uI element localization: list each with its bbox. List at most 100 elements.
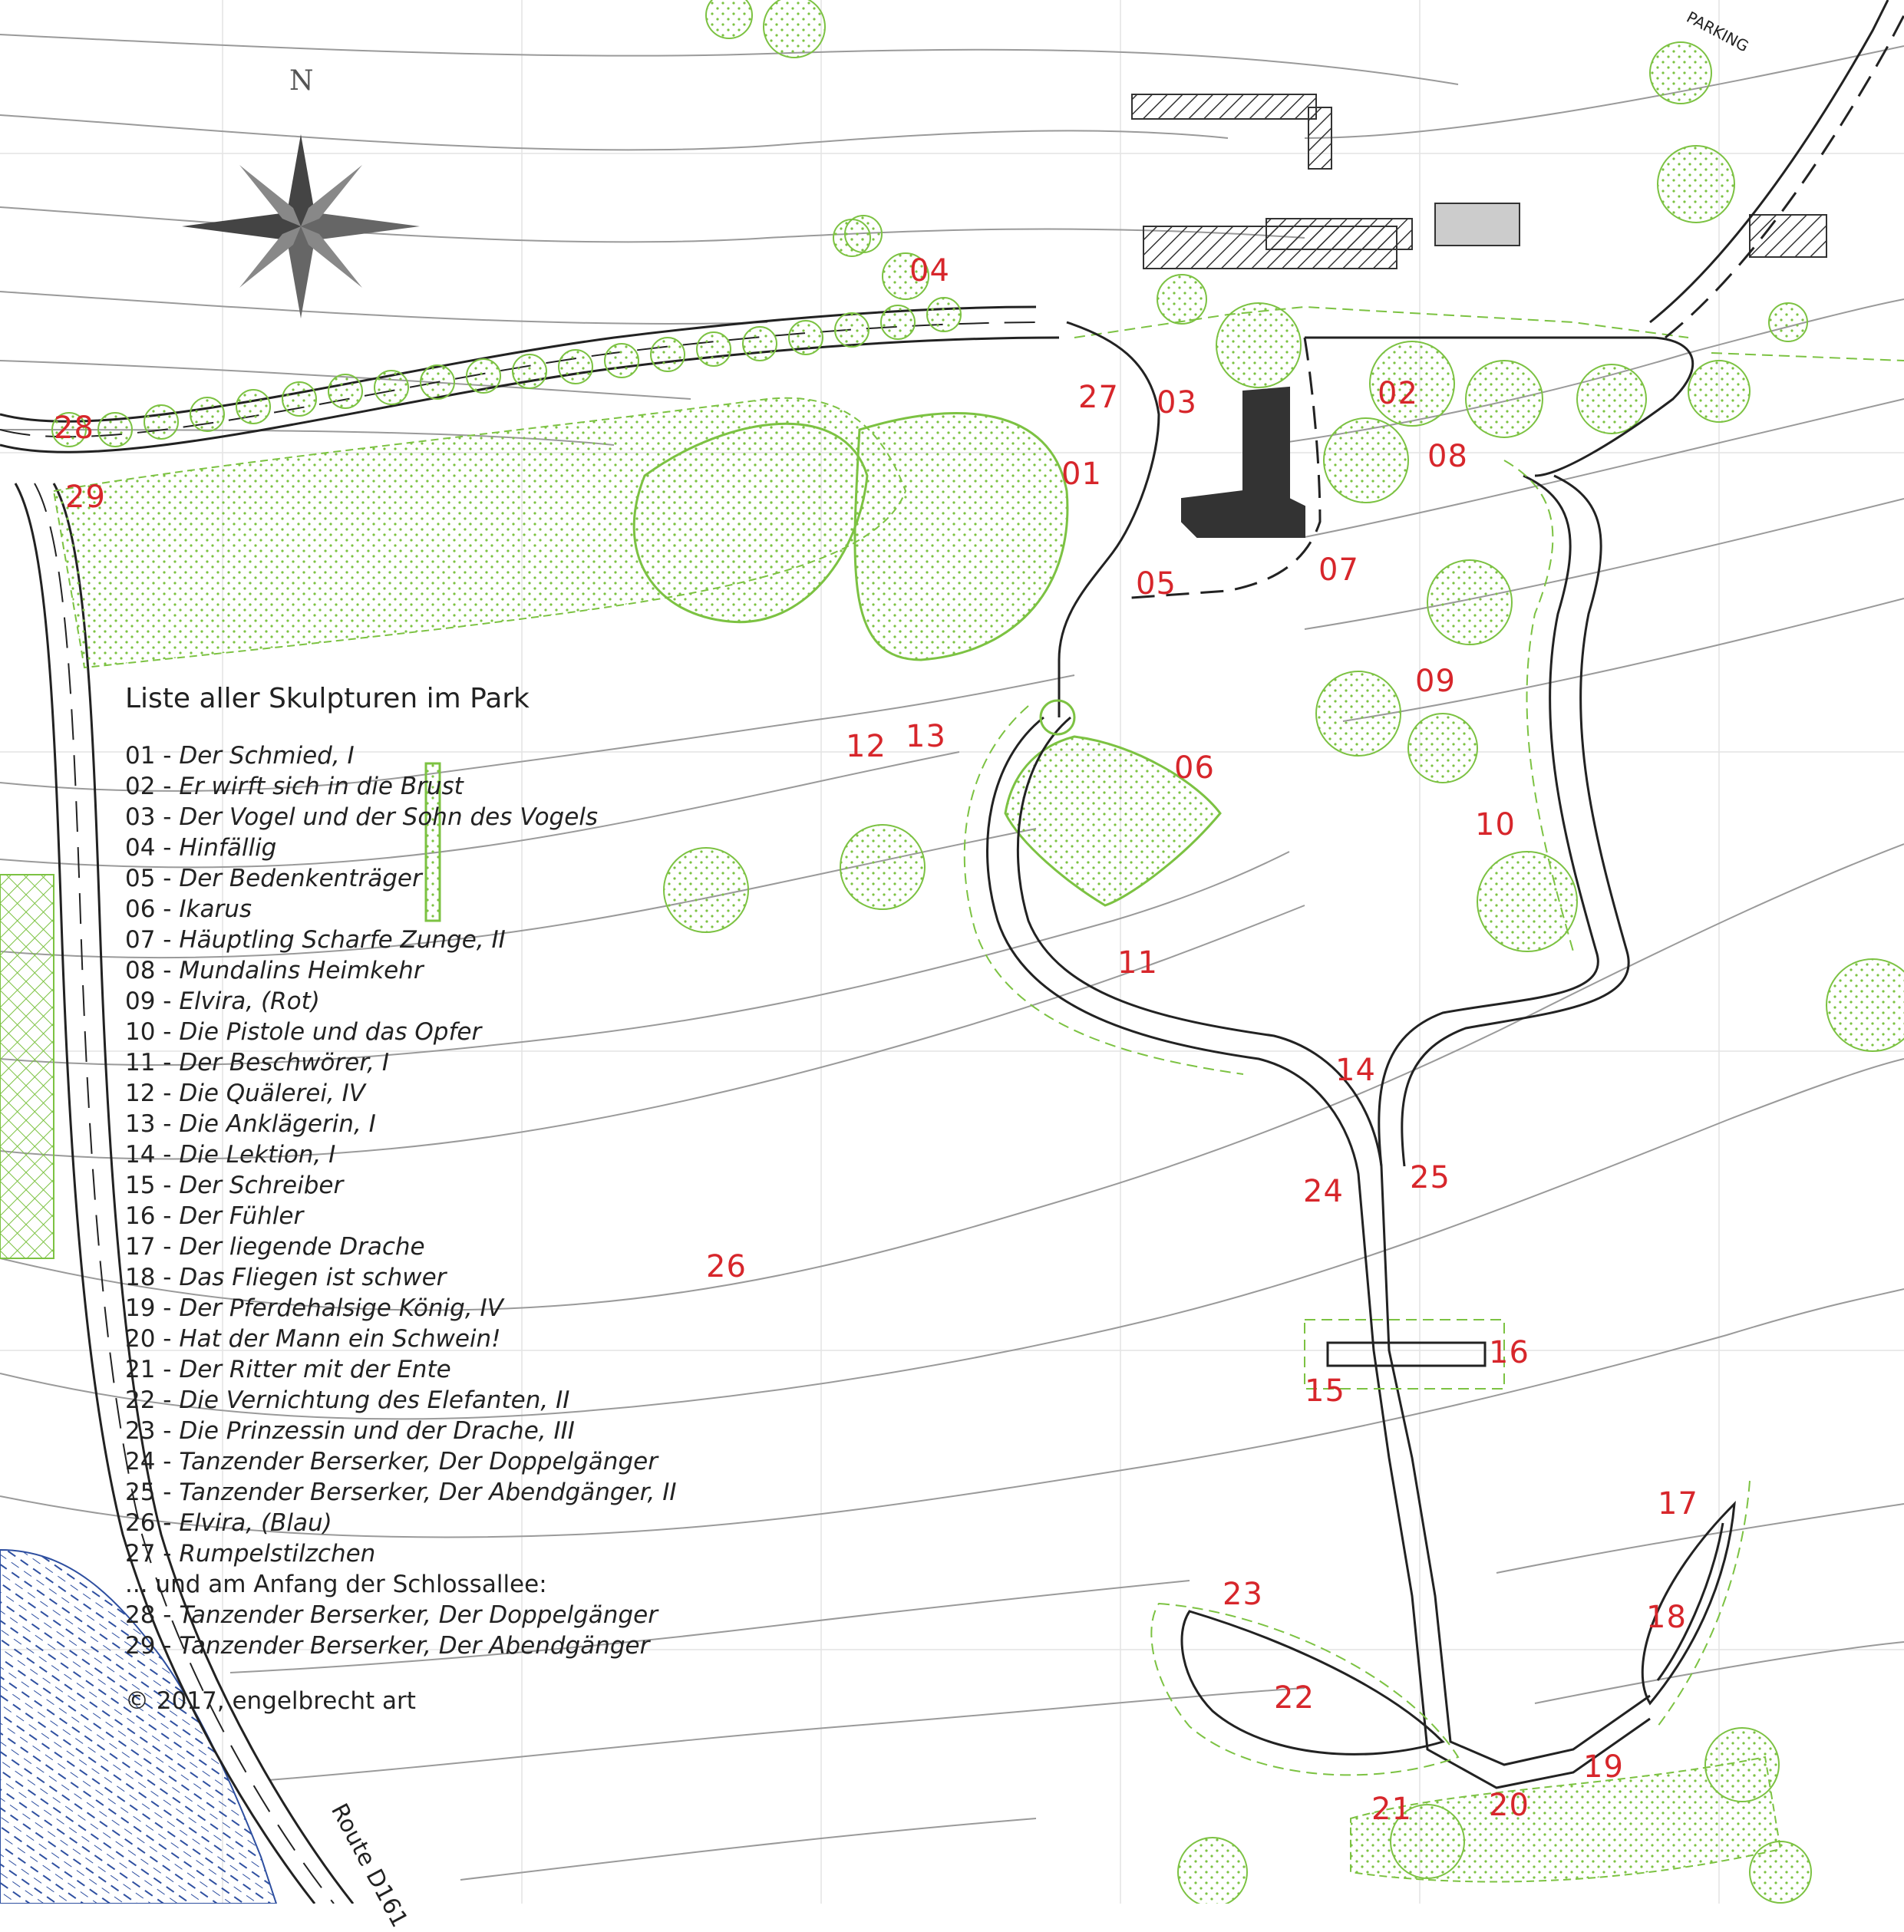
legend-item-01: 01 - Der Schmied, I bbox=[125, 740, 677, 771]
legend-separator: - bbox=[155, 1509, 180, 1537]
legend-item-20: 20 - Hat der Mann ein Schwein! bbox=[125, 1324, 677, 1354]
legend-item-08: 08 - Mundalins Heimkehr bbox=[125, 955, 677, 986]
vertical-hedge bbox=[424, 762, 441, 922]
legend-item-number: 21 bbox=[125, 1356, 156, 1383]
map-label-07: 07 bbox=[1318, 552, 1359, 588]
legend-item-title: Der Schmied, I bbox=[179, 742, 355, 770]
legend-item-title: Tanzender Berserker, Der Doppelgänger bbox=[179, 1601, 658, 1629]
map-label-06: 06 bbox=[1174, 750, 1215, 786]
map-label-24: 24 bbox=[1303, 1174, 1344, 1209]
upper-road bbox=[1058, 0, 1904, 717]
legend-item-title: Er wirft sich in die Brust bbox=[179, 773, 464, 800]
sculpture-legend: Liste aller Skulpturen im Park 01 - Der … bbox=[125, 683, 677, 1715]
legend-item-title: Hinfällig bbox=[179, 834, 277, 862]
legend-item-number: 10 bbox=[125, 1018, 156, 1046]
legend-item-14: 14 - Die Lektion, I bbox=[125, 1139, 677, 1170]
legend-separator: - bbox=[155, 1325, 180, 1353]
legend-item-13: 13 - Die Anklägerin, I bbox=[125, 1109, 677, 1139]
legend-separator: - bbox=[155, 1632, 180, 1660]
legend-item-22: 22 - Die Vernichtung des Elefanten, II bbox=[125, 1385, 677, 1416]
legend-item-number: 20 bbox=[125, 1325, 156, 1353]
map-label-05: 05 bbox=[1136, 566, 1176, 602]
legend-title: Liste aller Skulpturen im Park bbox=[125, 683, 530, 714]
legend-item-number: 01 bbox=[125, 742, 156, 770]
legend-item-number: 29 bbox=[125, 1632, 156, 1660]
legend-item-number: 19 bbox=[125, 1294, 156, 1322]
legend-separator: - bbox=[155, 834, 180, 862]
legend-item-28: 28 - Tanzender Berserker, Der Doppelgäng… bbox=[125, 1600, 677, 1630]
legend-separator: - bbox=[155, 803, 180, 831]
legend-separator: - bbox=[155, 926, 180, 954]
legend-separator: - bbox=[155, 1172, 180, 1199]
legend-item-title: Tanzender Berserker, Der Doppelgänger bbox=[179, 1448, 658, 1475]
legend-item-number: 13 bbox=[125, 1110, 156, 1138]
allee-trees bbox=[51, 297, 962, 447]
legend-item-title: Die Quälerei, IV bbox=[179, 1080, 365, 1107]
legend-item-title: Tanzender Berserker, Der Abendgänger bbox=[179, 1632, 650, 1660]
map-label-13: 13 bbox=[906, 719, 946, 754]
legend-item-number: 03 bbox=[125, 803, 156, 831]
legend-item-number: 25 bbox=[125, 1479, 156, 1506]
legend-item-title: Die Lektion, I bbox=[179, 1141, 336, 1169]
legend-item-24: 24 - Tanzender Berserker, Der Doppelgäng… bbox=[125, 1446, 677, 1477]
legend-item-26: 26 - Elvira, (Blau) bbox=[125, 1508, 677, 1538]
legend-item-title: Häuptling Scharfe Zunge, II bbox=[179, 926, 506, 954]
legend-separator: - bbox=[155, 1479, 180, 1506]
legend-separator: - bbox=[155, 1110, 180, 1138]
legend-item-title: Elvira, (Rot) bbox=[179, 987, 320, 1015]
legend-item-number: 22 bbox=[125, 1386, 156, 1414]
lawn-area-3 bbox=[853, 412, 1069, 661]
legend-item-11: 11 - Der Beschwörer, I bbox=[125, 1047, 677, 1078]
legend-separator: - bbox=[155, 1294, 180, 1322]
legend-item-number: 05 bbox=[125, 865, 156, 892]
legend-item-number: 08 bbox=[125, 957, 156, 984]
legend-item-number: 09 bbox=[125, 987, 156, 1015]
map-label-25: 25 bbox=[1410, 1160, 1450, 1195]
map-label-14: 14 bbox=[1335, 1053, 1376, 1088]
legend-item-number: 12 bbox=[125, 1080, 156, 1107]
legend-item-10: 10 - Die Pistole und das Opfer bbox=[125, 1017, 677, 1047]
legend-item-number: 04 bbox=[125, 834, 156, 862]
map-label-01: 01 bbox=[1061, 457, 1102, 492]
map-label-23: 23 bbox=[1223, 1577, 1263, 1612]
legend-item-number: 16 bbox=[125, 1202, 156, 1230]
legend-item-18: 18 - Das Fliegen ist schwer bbox=[125, 1262, 677, 1293]
map-label-19: 19 bbox=[1583, 1749, 1624, 1785]
legend-item-title: Elvira, (Blau) bbox=[179, 1509, 332, 1537]
map-label-09: 09 bbox=[1415, 664, 1456, 699]
legend-separator: - bbox=[155, 1601, 180, 1629]
legend-separator: - bbox=[155, 957, 180, 984]
legend-item-title: Der Vogel und der Sohn des Vogels bbox=[179, 803, 599, 831]
legend-item-number: 11 bbox=[125, 1049, 156, 1076]
map-label-15: 15 bbox=[1305, 1373, 1345, 1409]
legend-item-title: Die Vernichtung des Elefanten, II bbox=[179, 1386, 570, 1414]
legend-item-number: 06 bbox=[125, 895, 156, 923]
scattered-trees bbox=[663, 0, 1904, 1904]
legend-separator: - bbox=[155, 987, 180, 1015]
legend-item-21: 21 - Der Ritter mit der Ente bbox=[125, 1354, 677, 1385]
legend-item-title: Der Bedenkenträger bbox=[179, 865, 422, 892]
legend-item-07: 07 - Häuptling Scharfe Zunge, II bbox=[125, 925, 677, 955]
legend-item-title: Tanzender Berserker, Der Abendgänger, II bbox=[179, 1479, 677, 1506]
legend-separator: - bbox=[155, 1264, 180, 1291]
legend-separator: - bbox=[155, 1202, 180, 1230]
legend-item-02: 02 - Er wirft sich in die Brust bbox=[125, 771, 677, 802]
garden-bed-06 bbox=[1004, 735, 1222, 907]
legend-item-title: Die Prinzessin und der Drache, III bbox=[179, 1417, 575, 1445]
legend-item-number: 28 bbox=[125, 1601, 156, 1629]
map-label-26: 26 bbox=[706, 1249, 747, 1284]
map-label-18: 18 bbox=[1646, 1600, 1687, 1635]
legend-item-12: 12 - Die Quälerei, IV bbox=[125, 1078, 677, 1109]
legend-item-title: Der Pferdehalsige König, IV bbox=[179, 1294, 503, 1322]
legend-separator: - bbox=[155, 865, 180, 892]
legend-item-title: Der Ritter mit der Ente bbox=[179, 1356, 451, 1383]
legend-item-number: 07 bbox=[125, 926, 156, 954]
legend-item-23: 23 - Die Prinzessin und der Drache, III bbox=[125, 1416, 677, 1446]
legend-item-title: Die Pistole und das Opfer bbox=[179, 1018, 482, 1046]
legend-separator: - bbox=[155, 742, 180, 770]
legend-item-title: Der liegende Drache bbox=[179, 1233, 425, 1261]
legend-list-allee: 28 - Tanzender Berserker, Der Doppelgäng… bbox=[125, 1600, 677, 1661]
legend-item-title: Der Fühler bbox=[179, 1202, 304, 1230]
